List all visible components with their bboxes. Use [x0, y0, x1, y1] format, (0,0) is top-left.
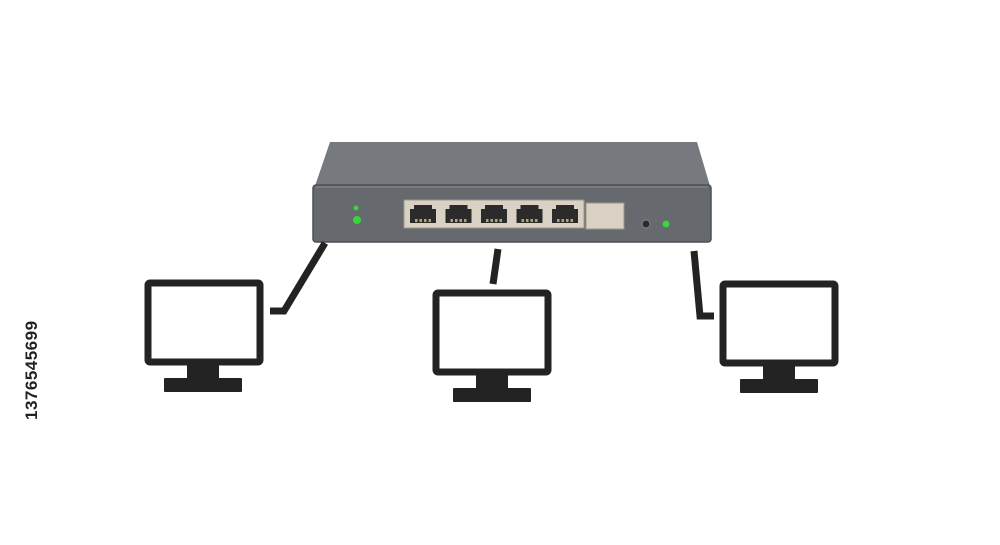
port-pin — [557, 219, 560, 222]
port-pin — [526, 219, 529, 222]
port-pin — [566, 219, 569, 222]
ethernet-port-icon — [410, 205, 436, 223]
cable-left — [270, 241, 328, 315]
uplink-port-frame — [585, 202, 625, 230]
network-cables — [270, 241, 714, 320]
port-pin — [521, 219, 524, 222]
monitor-neck — [187, 362, 219, 379]
ethernet-port-icon — [481, 205, 507, 223]
monitor-base — [740, 379, 818, 393]
monitor-base — [164, 378, 242, 392]
port-pin — [561, 219, 564, 222]
ethernet-port-icon — [552, 205, 578, 223]
ethernet-port-icon — [445, 205, 472, 223]
port-pin — [464, 219, 467, 222]
reset-button — [641, 219, 651, 229]
switch-power-led-small — [353, 205, 359, 211]
monitor-center — [432, 289, 552, 402]
port-pin — [415, 219, 418, 222]
monitor-screen-icon — [144, 279, 264, 366]
port-pin — [490, 219, 493, 222]
monitor-screen-icon — [432, 289, 552, 376]
port-pin — [499, 219, 502, 222]
port-pin — [530, 219, 533, 222]
monitor-left — [144, 279, 264, 392]
port-pin — [459, 219, 462, 222]
port-pin — [486, 219, 489, 222]
monitor-right — [719, 280, 839, 393]
monitor-neck — [476, 372, 508, 389]
port-pin — [570, 219, 573, 222]
port-pin — [419, 219, 422, 222]
port-pin — [535, 219, 538, 222]
port-pin — [450, 219, 453, 222]
monitor-screen-icon — [719, 280, 839, 367]
status-led — [662, 220, 670, 228]
port-pin — [428, 219, 431, 222]
stock-image-id: 1376545699 — [22, 320, 41, 420]
cable-center — [489, 248, 502, 285]
port-pin — [455, 219, 458, 222]
port-pin — [495, 219, 498, 222]
port-pin — [424, 219, 427, 222]
monitor-base — [453, 388, 531, 402]
ethernet-port-icon — [516, 205, 543, 223]
switch-top-face — [315, 142, 710, 186]
monitor-neck — [763, 363, 795, 380]
switch-power-led — [353, 216, 361, 224]
network-switch — [312, 142, 712, 243]
cable-right — [690, 250, 714, 320]
